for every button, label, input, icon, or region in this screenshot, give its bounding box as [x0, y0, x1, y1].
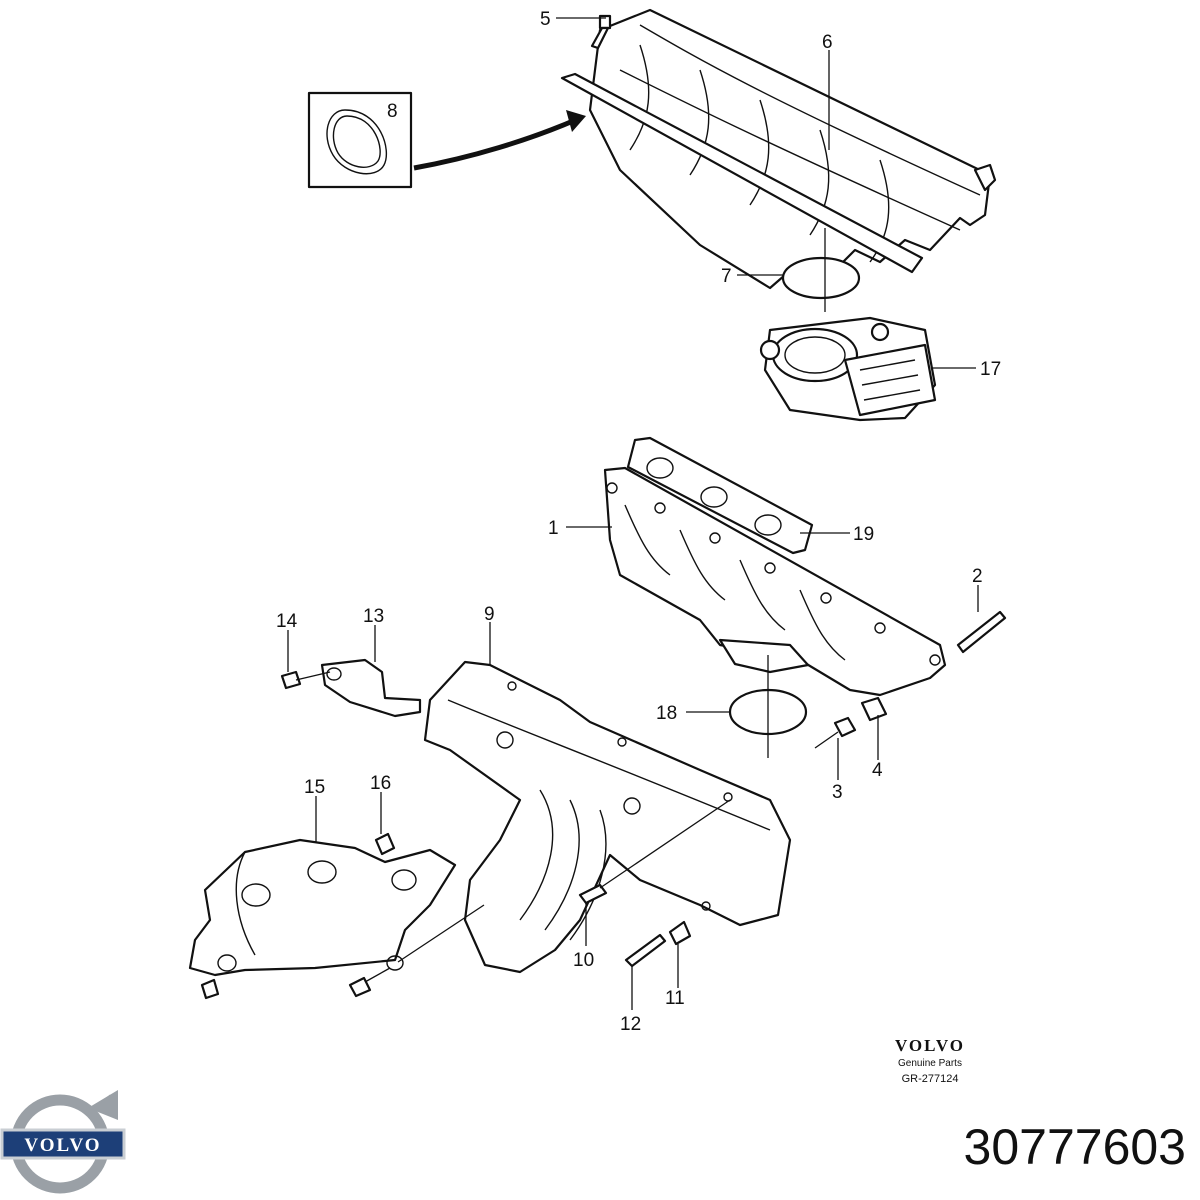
bolt-part-5: [590, 14, 612, 50]
o-ring-part-7: [781, 256, 861, 300]
callout-3: 3: [832, 782, 843, 803]
genuine-parts-stamp: VOLVO Genuine Parts GR-277124: [870, 1036, 990, 1085]
bracket-part-13: [320, 658, 422, 718]
bolt-lower-shield-right: [348, 967, 391, 998]
callout-1: 1: [548, 518, 559, 539]
brand-wordmark: VOLVO: [894, 1036, 966, 1055]
callout-19: 19: [853, 524, 874, 545]
manifold-gasket: [626, 436, 814, 555]
drawing-code: GR-277124: [901, 1073, 959, 1085]
intake-manifold: [560, 8, 997, 290]
gasket-detail-box: [307, 91, 586, 189]
callout-15: 15: [304, 777, 325, 798]
callout-6: 6: [822, 32, 833, 53]
stud-part-2: [956, 610, 1007, 654]
bolt-lower-shield-left: [200, 978, 220, 1000]
spacer-part-4: [860, 696, 888, 722]
callout-11: 11: [665, 988, 685, 1009]
callout-4: 4: [872, 760, 883, 781]
brand-subtitle: Genuine Parts: [898, 1058, 962, 1069]
nut-part-3: [814, 716, 857, 749]
callout-2: 2: [972, 566, 983, 587]
lower-heat-shield: [188, 838, 457, 977]
callout-labels: 5 6 8 7 17 1 19 2 9 14 13 18 4 3 15 16 1…: [276, 9, 1001, 1035]
exhaust-manifold: [603, 466, 947, 697]
spacer-part-11: [668, 920, 692, 946]
bolt-part-12: [624, 933, 667, 968]
logo-wordmark: VOLVO: [24, 1135, 101, 1156]
bolt-part-10: [578, 799, 731, 905]
callout-7: 7: [721, 266, 732, 287]
volvo-iron-mark-icon: VOLVO: [0, 1090, 126, 1194]
callout-13: 13: [363, 606, 384, 627]
heat-shield: [423, 660, 792, 974]
callout-18: 18: [656, 703, 677, 724]
callout-8: 8: [387, 101, 398, 122]
nut-part-16: [374, 832, 396, 856]
callout-10: 10: [573, 950, 594, 971]
leader-lines: [287, 17, 979, 1010]
part-number: 30777603: [963, 1119, 1186, 1175]
callout-9: 9: [484, 604, 495, 625]
callout-12: 12: [620, 1014, 641, 1035]
callout-17: 17: [980, 359, 1001, 380]
callout-14: 14: [276, 611, 298, 632]
callout-5: 5: [540, 9, 551, 30]
bolt-part-14: [280, 670, 331, 690]
callout-16: 16: [370, 773, 391, 794]
throttle-body: [759, 316, 937, 422]
